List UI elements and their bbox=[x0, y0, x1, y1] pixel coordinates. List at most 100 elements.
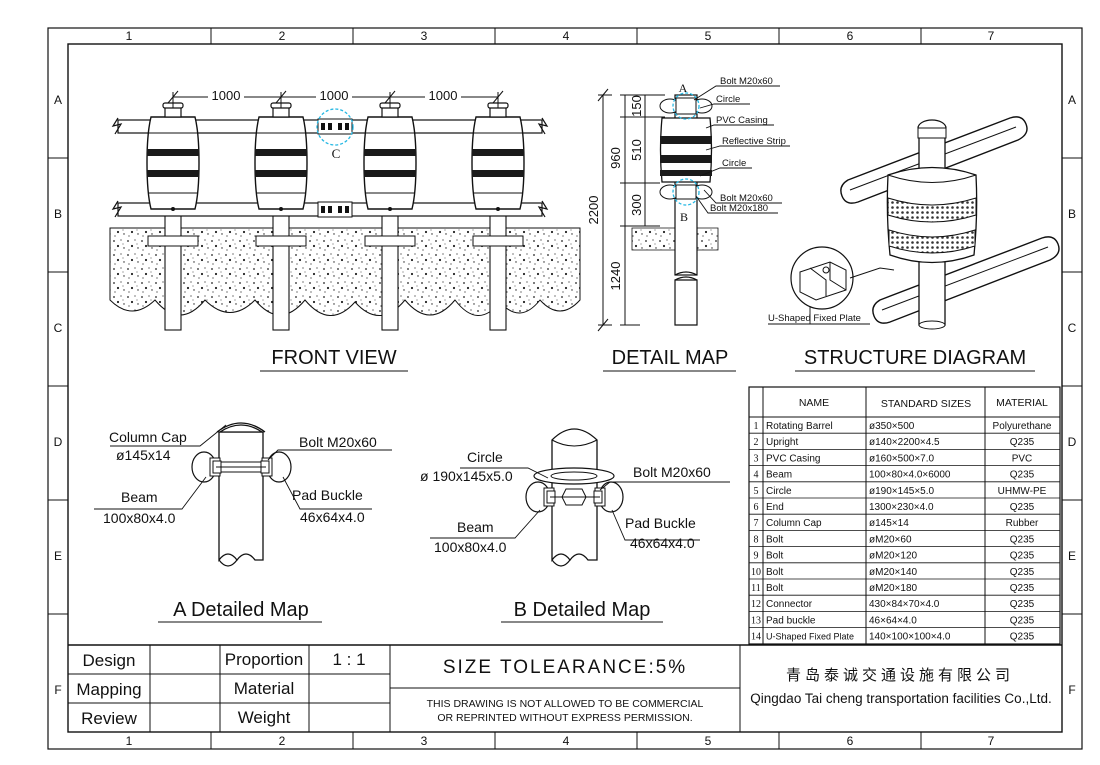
detail-b-title: B Detailed Map bbox=[514, 599, 651, 621]
mapping-label: Mapping bbox=[76, 680, 141, 699]
table-row-number: 11 bbox=[751, 583, 761, 594]
structure-diagram: U-Shaped Fixed Plate STRUCTURE DIAGRAM bbox=[768, 116, 1060, 372]
dim-300: 300 bbox=[629, 194, 644, 216]
grid-col-5-bottom: 5 bbox=[705, 734, 712, 748]
table-row-material: Q235 bbox=[1010, 632, 1035, 643]
review-label: Review bbox=[81, 709, 137, 728]
table-row-size: 100×80×4.0×6000 bbox=[869, 470, 951, 481]
b-pad-size: 46x64x4.0 bbox=[630, 535, 695, 551]
proportion-label: Proportion bbox=[225, 650, 303, 669]
dim-2200: 2200 bbox=[586, 196, 601, 225]
table-row-number: 14 bbox=[751, 632, 761, 643]
b-circle-size: ø 190x145x5.0 bbox=[420, 468, 513, 484]
spacing-label-1: 1000 bbox=[212, 88, 241, 103]
table-row-material: Q235 bbox=[1010, 551, 1035, 562]
callout-bolt-bottom-60: Bolt M20x60 bbox=[720, 193, 773, 204]
table-row-material: Q235 bbox=[1010, 470, 1035, 481]
table-row-number: 1 bbox=[754, 421, 759, 432]
table-row-name: Bolt bbox=[766, 567, 783, 578]
grid-col-3-top: 3 bbox=[421, 29, 428, 43]
table-row-material: Q235 bbox=[1010, 567, 1035, 578]
dim-510: 510 bbox=[629, 139, 644, 161]
table-row-material: Q235 bbox=[1010, 583, 1035, 594]
table-row-size: 46×64×4.0 bbox=[869, 615, 917, 626]
grid-col-4-top: 4 bbox=[563, 29, 570, 43]
grid-row-f-right: F bbox=[1068, 683, 1075, 697]
grid-row-d-right: D bbox=[1068, 435, 1077, 449]
table-row-number: 12 bbox=[751, 599, 761, 610]
table-row-material: Q235 bbox=[1010, 534, 1035, 545]
a-beam-label: Beam bbox=[121, 489, 158, 505]
detail-map: A B 2200 960 150 510 300 1240 bbox=[586, 76, 790, 372]
table-row-size: øM20×60 bbox=[869, 534, 912, 545]
grid-row-c-left: C bbox=[54, 321, 63, 335]
table-row-name: Column Cap bbox=[766, 518, 822, 529]
title-block: Design Mapping Review Proportion 1 : 1 M… bbox=[68, 644, 1062, 732]
table-row-size: ø145×14 bbox=[869, 518, 909, 529]
detail-a-drawing: Column Cap ø145x14 Bolt M20x60 Beam 100x… bbox=[94, 422, 392, 623]
grid-col-6-top: 6 bbox=[847, 29, 854, 43]
detail-map-title: DETAIL MAP bbox=[612, 347, 729, 369]
table-row-name: Rotating Barrel bbox=[766, 421, 833, 432]
callout-reflective-strip: Reflective Strip bbox=[722, 136, 786, 147]
table-row-name: Bolt bbox=[766, 583, 783, 594]
grid-row-f-left: F bbox=[54, 683, 61, 697]
company-name-cn: 青岛泰诚交通设施有限公司 bbox=[786, 666, 1014, 684]
table-row-number: 9 bbox=[754, 551, 759, 562]
table-row-number: 5 bbox=[754, 486, 759, 497]
table-row-size: ø190×145×5.0 bbox=[869, 486, 934, 497]
a-column-cap-size: ø145x14 bbox=[116, 447, 171, 463]
size-tolerance: SIZE TOLEARANCE:5% bbox=[443, 657, 687, 678]
dim-1240: 1240 bbox=[608, 262, 623, 291]
spacing-label-2: 1000 bbox=[320, 88, 349, 103]
table-row-size: øM20×140 bbox=[869, 567, 918, 578]
table-row-name: Bolt bbox=[766, 534, 783, 545]
structure-diagram-title: STRUCTURE DIAGRAM bbox=[804, 347, 1026, 369]
b-beam-label: Beam bbox=[457, 519, 494, 535]
table-row-size: ø160×500×7.0 bbox=[869, 453, 934, 464]
marker-a: A bbox=[679, 81, 688, 95]
grid-row-a-left: A bbox=[54, 93, 62, 107]
grid-col-2-bottom: 2 bbox=[279, 734, 286, 748]
table-row-material: Q235 bbox=[1010, 599, 1035, 610]
table-row-number: 8 bbox=[754, 534, 759, 545]
table-row-name: U-Shaped Fixed Plate bbox=[766, 632, 854, 642]
b-bolt-label: Bolt M20x60 bbox=[633, 464, 711, 480]
grid-row-c-right: C bbox=[1068, 321, 1077, 335]
dim-960: 960 bbox=[608, 147, 623, 169]
ground-section bbox=[109, 227, 581, 316]
table-row-name: Bolt bbox=[766, 551, 783, 562]
callout-bolt-top: Bolt M20x60 bbox=[720, 76, 773, 87]
table-row-number: 13 bbox=[751, 615, 761, 626]
table-header-material: MATERIAL bbox=[996, 397, 1048, 409]
a-pad-size: 46x64x4.0 bbox=[300, 509, 365, 525]
grid-row-d-left: D bbox=[54, 435, 63, 449]
grid-col-5-top: 5 bbox=[705, 29, 712, 43]
b-pad-label: Pad Buckle bbox=[625, 515, 696, 531]
table-row-number: 7 bbox=[754, 518, 759, 529]
table-row-size: øM20×120 bbox=[869, 551, 918, 562]
table-row-size: ø350×500 bbox=[869, 421, 915, 432]
callout-pvc-casing: PVC Casing bbox=[716, 115, 768, 126]
dim-150: 150 bbox=[629, 95, 644, 117]
detail-b-drawing: Circle ø 190x145x5.0 Bolt M20x60 Beam 10… bbox=[420, 428, 730, 623]
notice-line-1: THIS DRAWING IS NOT ALLOWED TO BE COMMER… bbox=[427, 698, 704, 710]
table-row-material: Q235 bbox=[1010, 437, 1035, 448]
b-circle-label: Circle bbox=[467, 449, 503, 465]
grid-col-7-bottom: 7 bbox=[988, 734, 995, 748]
company-name-en: Qingdao Tai cheng transportation facilit… bbox=[750, 691, 1051, 706]
table-row-number: 4 bbox=[754, 470, 759, 481]
table-row-material: Q235 bbox=[1010, 615, 1035, 626]
table-row-name: End bbox=[766, 502, 784, 513]
a-beam-size: 100x80x4.0 bbox=[103, 510, 176, 526]
table-row-material: UHMW-PE bbox=[998, 486, 1047, 497]
a-column-cap-label: Column Cap bbox=[109, 429, 187, 445]
table-row-name: Connector bbox=[766, 599, 813, 610]
table-row-size: ø140×2200×4.5 bbox=[869, 437, 940, 448]
proportion-value: 1 : 1 bbox=[332, 650, 365, 669]
callout-circle-top: Circle bbox=[716, 94, 740, 105]
table-row-material: PVC bbox=[1012, 453, 1033, 464]
grid-row-b-right: B bbox=[1068, 207, 1076, 221]
